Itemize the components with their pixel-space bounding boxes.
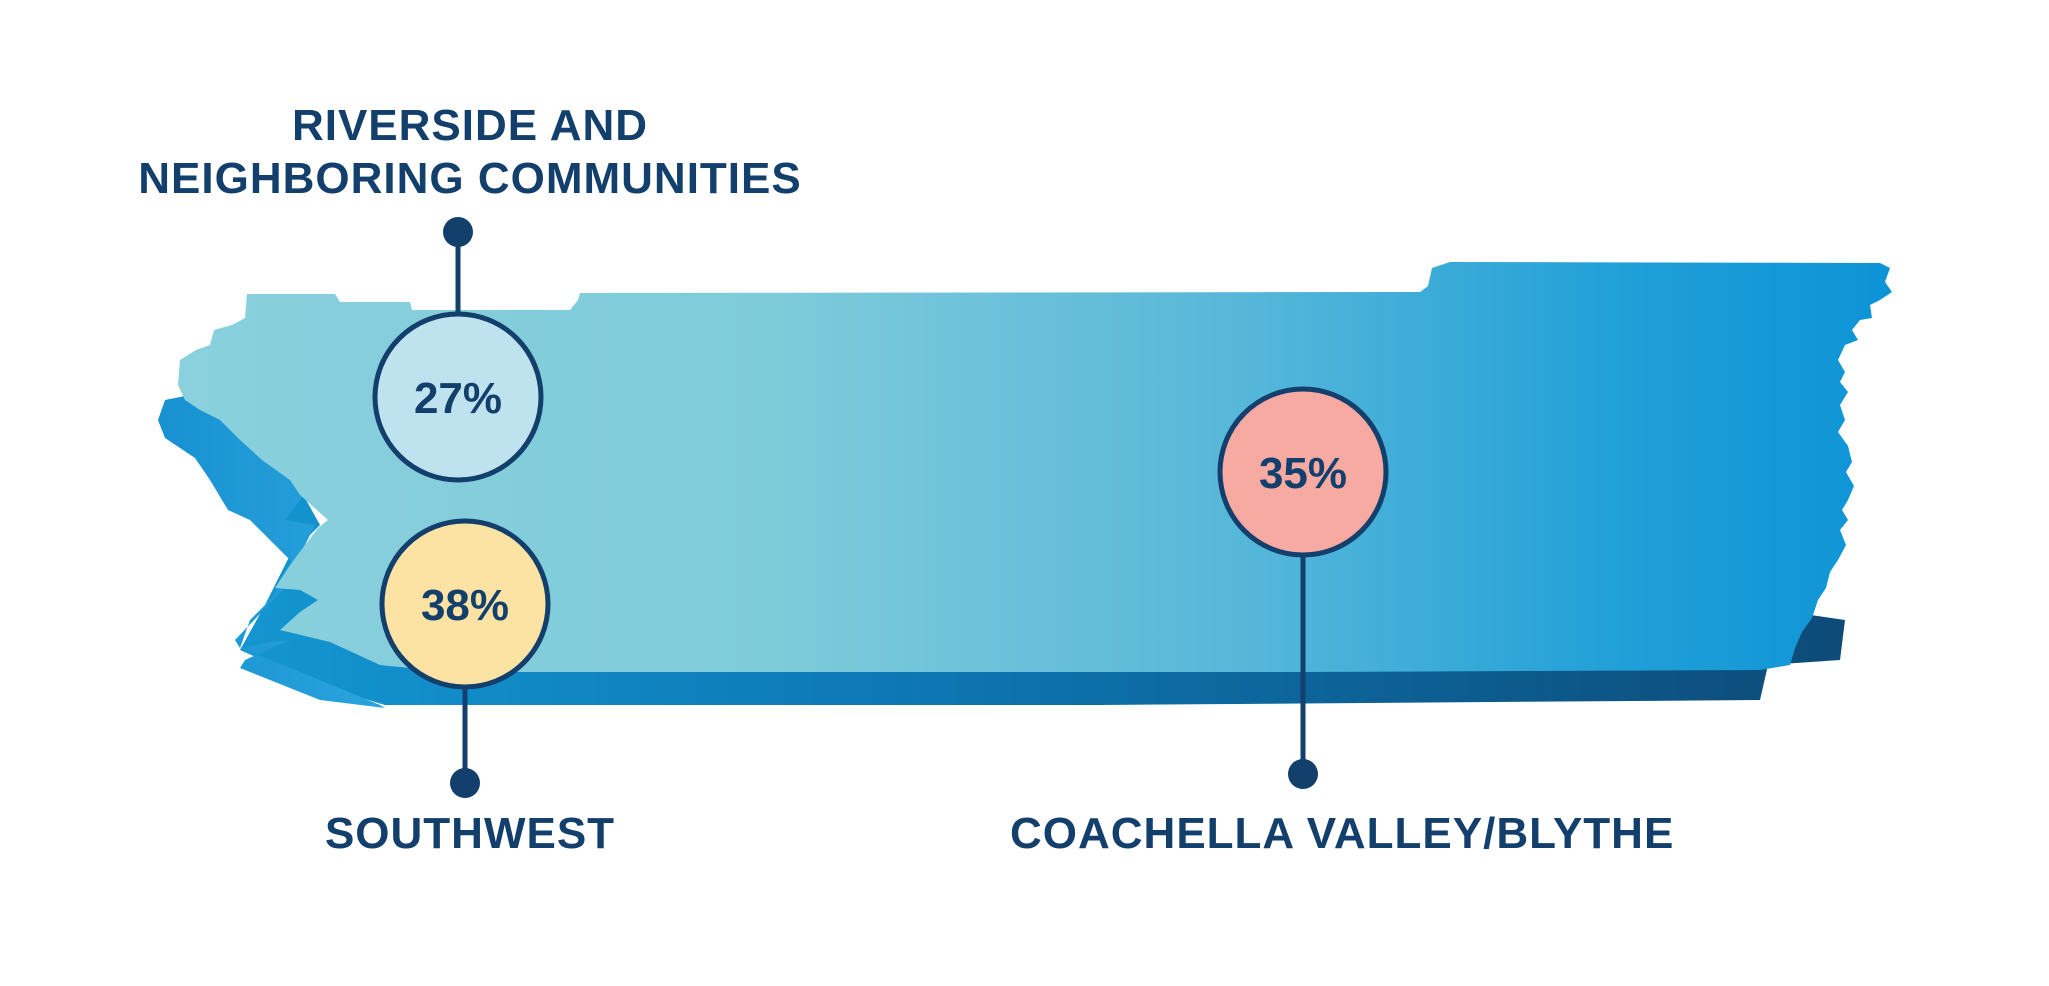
riverside-region-label: RIVERSIDE AND NEIGHBORING COMMUNITIES (120, 100, 820, 206)
southwest-leader-dot (450, 768, 480, 798)
southwest-percent: 38% (421, 581, 509, 630)
southwest-region-label: SOUTHWEST (324, 809, 616, 858)
riverside-percent: 27% (414, 374, 502, 423)
riverside-label-line1: RIVERSIDE AND (291, 101, 649, 150)
coachella-percent-marker (1217, 386, 1389, 558)
southwest-percent-marker (379, 518, 551, 690)
map-west-edge (158, 350, 385, 708)
coachella-region-label: COACHELLA VALLEY/BLYTHE (1010, 809, 1675, 858)
riverside-leader-dot (443, 217, 473, 247)
map-county-shape (178, 262, 1892, 672)
riverside-percent-marker (372, 311, 544, 483)
coachella-percent: 35% (1259, 449, 1347, 498)
riverside-label-line2: NEIGHBORING COMMUNITIES (138, 153, 802, 203)
coachella-leader-dot (1288, 759, 1318, 789)
